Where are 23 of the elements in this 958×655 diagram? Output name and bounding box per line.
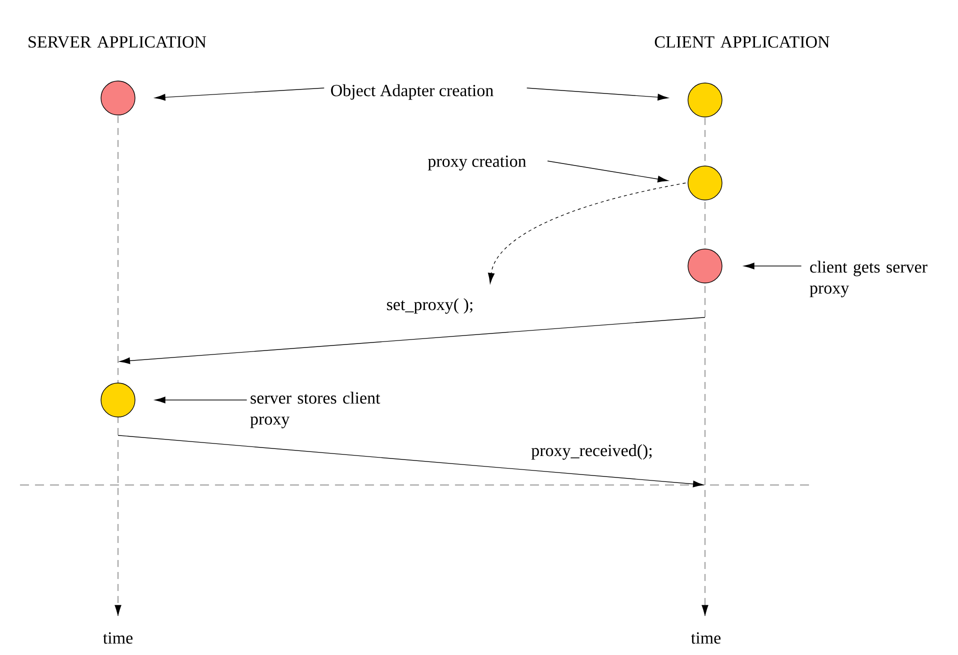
annotation-text: client gets server proxy bbox=[810, 260, 928, 298]
message-label: proxy_received(); bbox=[531, 444, 652, 460]
arrow bbox=[154, 396, 248, 404]
arrow bbox=[488, 182, 686, 284]
arrow bbox=[120, 317, 706, 364]
time-label: time bbox=[691, 632, 721, 644]
event-circle bbox=[100, 80, 136, 116]
lifeline-heading: SERVER APPLICATION bbox=[28, 36, 206, 48]
arrow bbox=[526, 88, 668, 100]
annotation-text: server stores client proxy bbox=[250, 392, 380, 428]
event-circle bbox=[100, 382, 136, 418]
arrow bbox=[744, 262, 802, 270]
event-circle bbox=[688, 166, 722, 200]
arrow bbox=[547, 160, 668, 182]
annotation-text: proxy creation bbox=[428, 156, 526, 170]
arrow bbox=[154, 88, 324, 101]
time-label: time bbox=[103, 632, 133, 644]
arrow bbox=[118, 435, 704, 488]
annotation-text: Object Adapter creation bbox=[331, 84, 494, 100]
message-label: set_proxy( ); bbox=[387, 298, 472, 314]
event-circle bbox=[688, 248, 722, 284]
lifeline-heading: CLIENT APPLICATION bbox=[654, 36, 830, 48]
event-circle bbox=[688, 82, 722, 118]
